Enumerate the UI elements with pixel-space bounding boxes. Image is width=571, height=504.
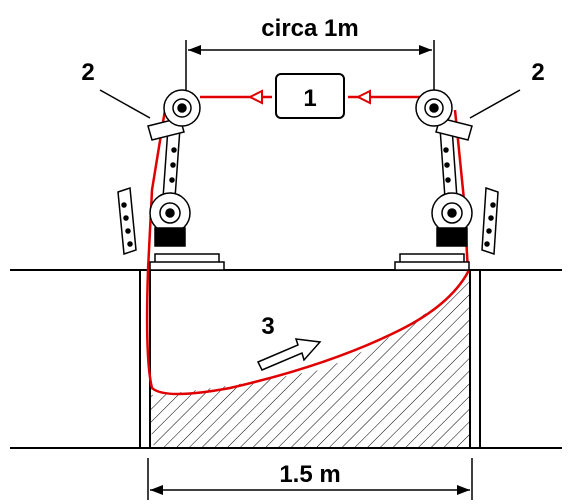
right-marker-leader (469, 89, 521, 119)
cable-arrow-left (247, 89, 263, 105)
left-pulley-stand (117, 89, 225, 271)
box-1-frame (275, 73, 345, 119)
left-marker-leader (99, 89, 151, 119)
direction-arrow (256, 338, 322, 371)
cable-arrow-right (355, 89, 371, 105)
right-pulley-stand (394, 89, 499, 271)
top-dimension-line (185, 40, 435, 95)
trench-marker: 3 (261, 313, 274, 340)
trench-right-wall (469, 269, 481, 449)
top-dimension-label: circa 1m (261, 15, 358, 42)
right-pulley-marker: 2 (531, 59, 544, 86)
bottom-dimension-label: 1.5 m (279, 461, 340, 488)
hatched-soil (150, 278, 470, 448)
box-1-marker: 1 (303, 85, 316, 112)
left-pulley-marker: 2 (81, 59, 94, 86)
bottom-dimension-line (147, 458, 473, 500)
